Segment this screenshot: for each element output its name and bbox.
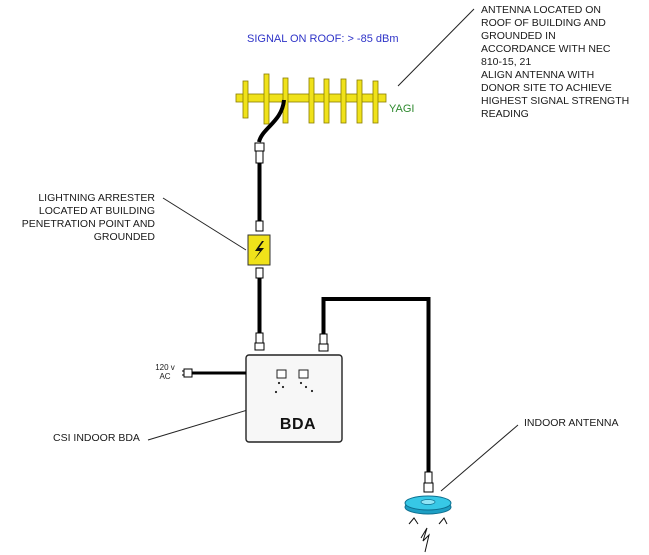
- lightning-arrester: [248, 235, 270, 265]
- power-type-text: AC: [152, 372, 178, 381]
- arrester-note-line: LIGHTNING ARRESTER: [0, 192, 155, 205]
- arrester-note-line: GROUNDED: [0, 231, 155, 244]
- bda-unit-text: BDA: [264, 418, 332, 431]
- power-cord: [182, 369, 246, 377]
- antenna-note-line: ROOF OF BUILDING AND: [481, 17, 629, 30]
- radiating-signal-icon: [409, 518, 447, 552]
- arrester-note-leader: [163, 198, 246, 250]
- antenna-note-line: HIGHEST SIGNAL STRENGTH: [481, 95, 629, 108]
- indoor-antenna: [405, 496, 451, 514]
- antenna-note-line: ANTENNA LOCATED ON: [481, 4, 629, 17]
- antenna-installation-note: ANTENNA LOCATED ON ROOF OF BUILDING AND …: [481, 4, 629, 121]
- antenna-note-line: GROUNDED IN: [481, 30, 629, 43]
- indoor-antenna-label: INDOOR ANTENNA: [524, 417, 619, 430]
- arrester-note-line: PENETRATION POINT AND: [0, 218, 155, 231]
- arrester-note-line: LOCATED AT BUILDING: [0, 205, 155, 218]
- bda-port-right: [299, 370, 308, 378]
- antenna-note-line: ALIGN ANTENNA WITH: [481, 69, 629, 82]
- arrester-bottom-connector: [256, 268, 263, 278]
- yagi-label: YAGI: [389, 103, 414, 116]
- lightning-arrester-note: LIGHTNING ARRESTER LOCATED AT BUILDING P…: [0, 192, 155, 244]
- power-label: 120 v AC: [152, 363, 178, 381]
- yagi-antenna: [236, 74, 386, 124]
- signal-strength-label: SIGNAL ON ROOF: > -85 dBm: [247, 33, 399, 46]
- antenna-note-line: DONOR SITE TO ACHIEVE: [481, 82, 629, 95]
- arrester-top-connector: [256, 221, 263, 231]
- power-voltage-text: 120 v: [152, 363, 178, 372]
- antenna-note-line: READING: [481, 108, 629, 121]
- bda-server-connector: [319, 334, 328, 351]
- roof-note-leader: [398, 9, 474, 86]
- bda-label: CSI INDOOR BDA: [53, 432, 140, 445]
- antenna-connector: [255, 143, 264, 163]
- bda-donor-connector: [255, 333, 264, 350]
- antenna-note-line: 810-15, 21: [481, 56, 629, 69]
- bda-port-left: [277, 370, 286, 378]
- indoor-note-leader: [441, 425, 518, 491]
- indoor-antenna-connector: [424, 472, 433, 492]
- antenna-note-line: ACCORDANCE WITH NEC: [481, 43, 629, 56]
- antenna-feed-cable: [259, 100, 284, 142]
